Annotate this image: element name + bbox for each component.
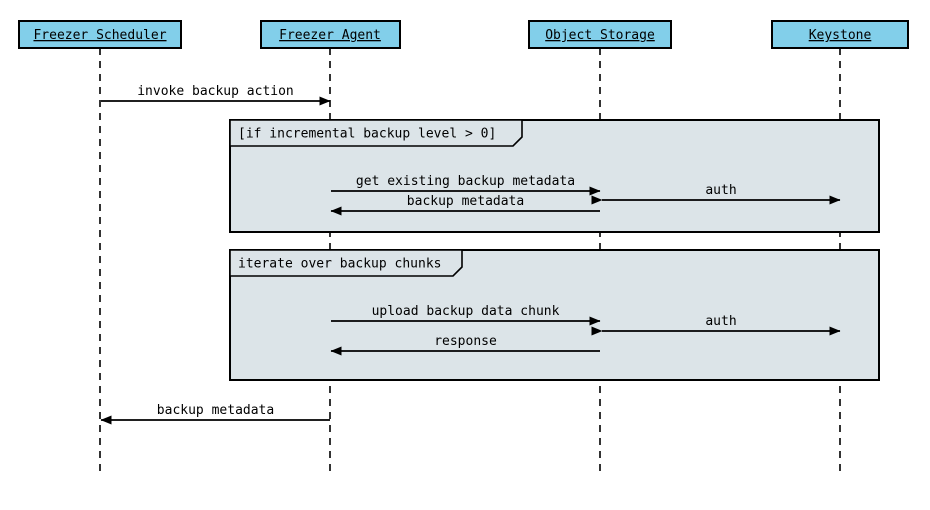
fragment-loop: iterate over backup chunks bbox=[229, 249, 880, 381]
fragment-alt-tab bbox=[229, 119, 523, 147]
participant-agent-box[interactable] bbox=[260, 20, 401, 49]
fragments-group: [if incremental backup level > 0] iterate… bbox=[229, 119, 880, 381]
participant-keystone[interactable]: Keystone bbox=[771, 20, 909, 49]
msg-invoke-backup-action-label: invoke backup action bbox=[137, 84, 294, 99]
participant-storage-box[interactable] bbox=[528, 20, 672, 49]
fragment-loop-tab bbox=[229, 249, 463, 277]
msg-invoke-backup-action: invoke backup action bbox=[101, 84, 331, 106]
msg-backup-metadata-2: backup metadata bbox=[100, 403, 330, 425]
participant-agent[interactable]: Freezer Agent bbox=[260, 20, 401, 49]
msg-get-existing-backup-metadata-label: get existing backup metadata bbox=[356, 174, 575, 189]
msg-response-label: response bbox=[434, 334, 497, 349]
msg-get-existing-backup-metadata: get existing backup metadata bbox=[331, 174, 601, 196]
msg-backup-metadata-1-label: backup metadata bbox=[407, 194, 524, 209]
msg-upload-backup-data-chunk: upload backup data chunk bbox=[331, 304, 601, 326]
msg-auth-1-label: auth bbox=[705, 183, 736, 198]
participant-keystone-box[interactable] bbox=[771, 20, 909, 49]
participant-storage-label: Object Storage bbox=[545, 28, 655, 43]
participant-scheduler-box[interactable] bbox=[18, 20, 182, 49]
participant-keystone-label: Keystone bbox=[809, 28, 872, 43]
fragment-loop-label: iterate over backup chunks bbox=[238, 257, 442, 272]
participant-scheduler-label: Freezer Scheduler bbox=[33, 28, 166, 43]
msg-auth-1: auth bbox=[591, 183, 841, 205]
participant-scheduler[interactable]: Freezer Scheduler bbox=[18, 20, 182, 49]
participant-storage[interactable]: Object Storage bbox=[528, 20, 672, 49]
fragment-alt-label: [if incremental backup level > 0] bbox=[238, 127, 496, 142]
fragment-alt: [if incremental backup level > 0] bbox=[229, 119, 880, 233]
msg-response: response bbox=[330, 334, 600, 356]
msg-backup-metadata-2-label: backup metadata bbox=[157, 403, 274, 418]
messages-group: invoke backup action get existing backup … bbox=[100, 84, 841, 425]
participant-agent-label: Freezer Agent bbox=[279, 28, 381, 43]
msg-upload-backup-data-chunk-label: upload backup data chunk bbox=[372, 304, 560, 319]
msg-auth-2: auth bbox=[591, 314, 841, 336]
participants-group: Freezer Scheduler Freezer Agent Object Sto… bbox=[18, 20, 909, 49]
msg-auth-2-label: auth bbox=[705, 314, 736, 329]
msg-backup-metadata-1: backup metadata bbox=[330, 194, 600, 216]
